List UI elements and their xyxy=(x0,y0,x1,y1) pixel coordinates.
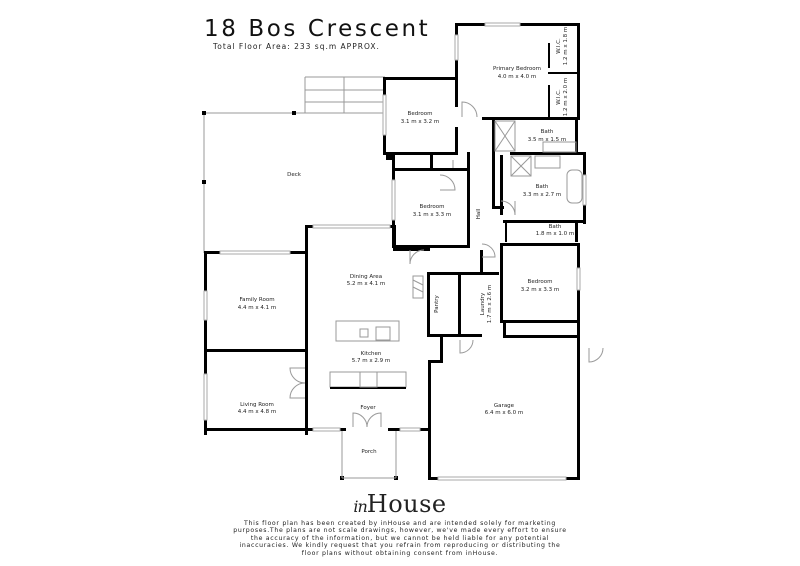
total-floor-area: Total Floor Area: 233 sq.m APPROX. xyxy=(213,42,380,51)
room-garage-dims: 6.4 m x 6.0 m xyxy=(485,410,523,416)
room-wic2-name: W.I.C. xyxy=(556,89,562,105)
logo-prefix: in xyxy=(353,497,367,516)
room-wic2-dims: 1.2 m x 2.0 m xyxy=(563,78,569,116)
room-laundry-dims: 1.7 m x 2.6 m xyxy=(487,285,493,323)
room-bedroom2-name: Bedroom xyxy=(420,204,445,210)
inhouse-logo: inHouse xyxy=(0,490,800,518)
room-bath3-dims: 1.8 m x 1.0 m xyxy=(536,231,574,237)
room-bath1-dims: 3.5 m x 1.5 m xyxy=(528,137,566,143)
windows xyxy=(203,22,587,481)
logo-main: House xyxy=(366,490,447,518)
room-dining-name: Dining Area xyxy=(350,274,382,280)
room-family-dims: 4.4 m x 4.1 m xyxy=(238,305,276,311)
fixtures xyxy=(289,101,604,479)
room-bedroom3-name: Bedroom xyxy=(528,279,553,285)
room-family-name: Family Room xyxy=(239,297,274,303)
property-title: 18 Bos Crescent xyxy=(204,16,431,42)
disclaimer-text: This floor plan has been created by inHo… xyxy=(233,520,567,557)
room-bedroom1-name: Bedroom xyxy=(408,111,433,117)
room-wic1-name: W.I.C. xyxy=(556,38,562,54)
room-bedroom3-dims: 3.2 m x 3.3 m xyxy=(521,287,559,293)
room-laundry-name: Laundry xyxy=(480,292,486,315)
room-living-dims: 4.4 m x 4.8 m xyxy=(238,409,276,415)
room-pantry-name: Pantry xyxy=(434,294,440,312)
deck-area xyxy=(202,76,385,253)
room-bath1-name: Bath xyxy=(541,129,554,135)
walls xyxy=(204,23,586,480)
room-kitchen-name: Kitchen xyxy=(361,351,382,357)
room-labels: Primary Bedroom 4.0 m x 4.0 m W.I.C. 1.2… xyxy=(238,27,574,455)
room-porch-name: Porch xyxy=(361,449,377,455)
room-kitchen-dims: 5.7 m x 2.9 m xyxy=(352,358,390,364)
room-bedroom1-dims: 3.1 m x 3.2 m xyxy=(401,119,439,125)
room-bath3-name: Bath xyxy=(549,224,562,230)
room-foyer-name: Foyer xyxy=(360,405,376,411)
room-living-name: Living Room xyxy=(240,402,274,408)
room-deck-name: Deck xyxy=(287,172,302,178)
room-hall-name: Hall xyxy=(476,208,482,219)
room-bath2-dims: 3.3 m x 2.7 m xyxy=(523,192,561,198)
room-primary-bedroom-dims: 4.0 m x 4.0 m xyxy=(498,74,536,80)
room-garage-name: Garage xyxy=(494,403,515,409)
room-wic1-dims: 1.2 m x 1.8 m xyxy=(563,27,569,65)
room-dining-dims: 5.2 m x 4.1 m xyxy=(347,281,385,287)
room-bedroom2-dims: 3.1 m x 3.3 m xyxy=(413,212,451,218)
room-bath2-name: Bath xyxy=(536,184,549,190)
room-primary-bedroom-name: Primary Bedroom xyxy=(493,66,541,72)
